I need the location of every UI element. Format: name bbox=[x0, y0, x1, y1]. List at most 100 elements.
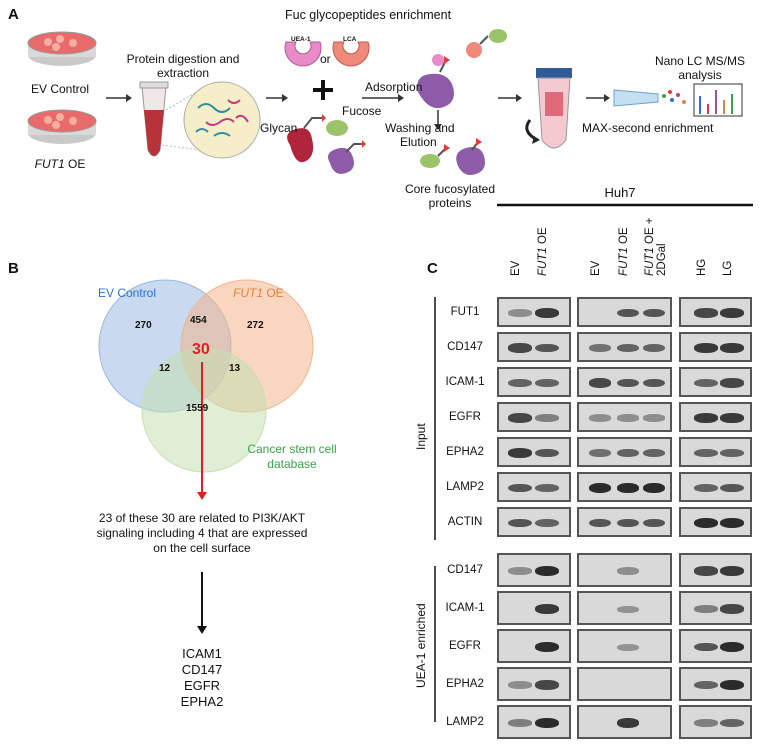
blot-row-label: EPHA2 bbox=[446, 446, 484, 458]
nano-label-2: analysis bbox=[678, 68, 722, 82]
core-fuc-label-1: Core fucosylated bbox=[404, 182, 496, 196]
blot-enriched-cd147 bbox=[679, 553, 752, 587]
gene-egfr: EGFR bbox=[183, 678, 221, 693]
blot-enriched-lamp2 bbox=[497, 705, 571, 739]
venn-csc-label-1: Cancer stem cell bbox=[247, 442, 337, 456]
lane-label: FUT1 OE bbox=[618, 227, 630, 276]
core-fuc-label-2: proteins bbox=[428, 196, 472, 210]
eluted-protein-icon bbox=[456, 147, 485, 175]
blot-row-label: ICAM-1 bbox=[445, 376, 485, 388]
digestion-label: Protein digestion and bbox=[126, 52, 240, 66]
blot-input-lamp2 bbox=[679, 472, 752, 502]
glycan-label: Glycan bbox=[260, 121, 298, 135]
ms-spectrum-icon bbox=[693, 83, 743, 117]
glycan-green-icon bbox=[326, 120, 348, 136]
blot-enriched-egfr bbox=[497, 629, 571, 663]
gene-icam1: ICAM1 bbox=[182, 646, 222, 661]
adsorption-label: Adsorption bbox=[365, 80, 423, 94]
blot-enriched-icam-1 bbox=[577, 591, 672, 625]
uea1-label: UEA-1 bbox=[291, 36, 311, 43]
panel-c-letter: C bbox=[427, 260, 438, 277]
protein-purple-icon bbox=[328, 147, 354, 174]
note-line-1: 23 of these 30 are related to PI3K/AKT bbox=[98, 511, 306, 525]
blot-input-cd147 bbox=[577, 332, 672, 362]
cell-line-label: Huh7 bbox=[604, 185, 636, 200]
blot-enriched-cd147 bbox=[577, 553, 672, 587]
or-label: or bbox=[320, 52, 331, 66]
blot-input-fut1 bbox=[497, 297, 571, 327]
venn-center: 30 bbox=[192, 341, 210, 358]
blot-input-actin bbox=[577, 507, 672, 537]
blot-input-cd147 bbox=[497, 332, 571, 362]
bound-protein-icon bbox=[417, 73, 454, 109]
venn-only-fut1: 272 bbox=[247, 320, 264, 331]
nano-label-1: Nano LC MS/MS bbox=[654, 54, 746, 68]
ev-control-label: EV Control bbox=[30, 82, 90, 96]
panel-a-title: Fuc glycopeptides enrichment bbox=[285, 8, 452, 22]
fucose-label: Fucose bbox=[342, 104, 382, 118]
note-line-3: on the cell surface bbox=[153, 541, 251, 555]
blot-input-epha2 bbox=[497, 437, 571, 467]
panel-a-letter: A bbox=[8, 6, 19, 23]
venn-fut1-csc: 13 bbox=[229, 363, 241, 374]
blot-row-label: ICAM-1 bbox=[445, 602, 485, 614]
panel-b-letter: B bbox=[8, 260, 19, 277]
blot-enriched-egfr bbox=[679, 629, 752, 663]
lane-label: EV bbox=[590, 260, 602, 276]
blot-enriched-cd147 bbox=[497, 553, 571, 587]
uea1-lectin-icon bbox=[284, 41, 322, 67]
lectin-bead-icon bbox=[466, 42, 482, 58]
protein-red-icon bbox=[287, 128, 314, 163]
lane-label: LG bbox=[722, 260, 734, 276]
tube-icon bbox=[139, 81, 169, 157]
lane-label: FUT1 OE +2DGal bbox=[644, 217, 668, 276]
max-column-icon bbox=[525, 68, 572, 149]
fut1-oe-dish-icon bbox=[27, 109, 97, 144]
blot-row-label: FUT1 bbox=[450, 306, 480, 318]
venn-ev-label: EV Control bbox=[98, 286, 157, 300]
note-line-2: signaling including 4 that are expressed bbox=[96, 526, 308, 540]
blot-enriched-lamp2 bbox=[679, 705, 752, 739]
washing-label: Washing and bbox=[385, 121, 455, 135]
blot-row-label: LAMP2 bbox=[446, 481, 484, 493]
blot-input-egfr bbox=[497, 402, 571, 432]
blot-enriched-icam-1 bbox=[679, 591, 752, 625]
blot-input-actin bbox=[497, 507, 571, 537]
blot-row-label: CD147 bbox=[447, 564, 483, 576]
blot-enriched-icam-1 bbox=[497, 591, 571, 625]
blot-row-label: EGFR bbox=[449, 411, 481, 423]
blot-input-epha2 bbox=[577, 437, 672, 467]
venn-csc-circle bbox=[141, 347, 267, 473]
blot-input-icam-1 bbox=[577, 367, 672, 397]
blot-enriched-epha2 bbox=[577, 667, 672, 701]
nano-lc-icon bbox=[613, 89, 686, 107]
venn-csc-label-2: database bbox=[267, 457, 317, 471]
lca-label: LCA bbox=[343, 36, 357, 43]
lane-label: HG bbox=[696, 258, 708, 276]
venn-only-csc: 1559 bbox=[186, 403, 209, 414]
lca-lectin-icon bbox=[332, 41, 370, 67]
gene-epha2: EPHA2 bbox=[180, 694, 224, 709]
blot-input-icam-1 bbox=[679, 367, 752, 397]
blot-input-fut1 bbox=[679, 297, 752, 327]
gene-cd147: CD147 bbox=[181, 662, 223, 677]
blot-input-egfr bbox=[679, 402, 752, 432]
venn-only-ev: 270 bbox=[135, 320, 152, 331]
blot-row-label: EPHA2 bbox=[446, 678, 484, 690]
venn-ev-csc: 12 bbox=[159, 363, 171, 374]
input-label: Input bbox=[414, 423, 428, 450]
blot-input-lamp2 bbox=[497, 472, 571, 502]
max-label: MAX-second enrichment bbox=[582, 121, 714, 135]
blot-input-epha2 bbox=[679, 437, 752, 467]
blot-input-fut1 bbox=[577, 297, 672, 327]
extraction-label: extraction bbox=[156, 66, 210, 80]
blot-row-label: CD147 bbox=[447, 341, 483, 353]
peptide-mixture-icon bbox=[183, 81, 261, 159]
enriched-label: UEA-1 enriched bbox=[414, 603, 428, 688]
lane-label: FUT1 OE bbox=[537, 227, 549, 276]
blot-input-egfr bbox=[577, 402, 672, 432]
blot-row-label: EGFR bbox=[449, 640, 481, 652]
blot-input-icam-1 bbox=[497, 367, 571, 397]
